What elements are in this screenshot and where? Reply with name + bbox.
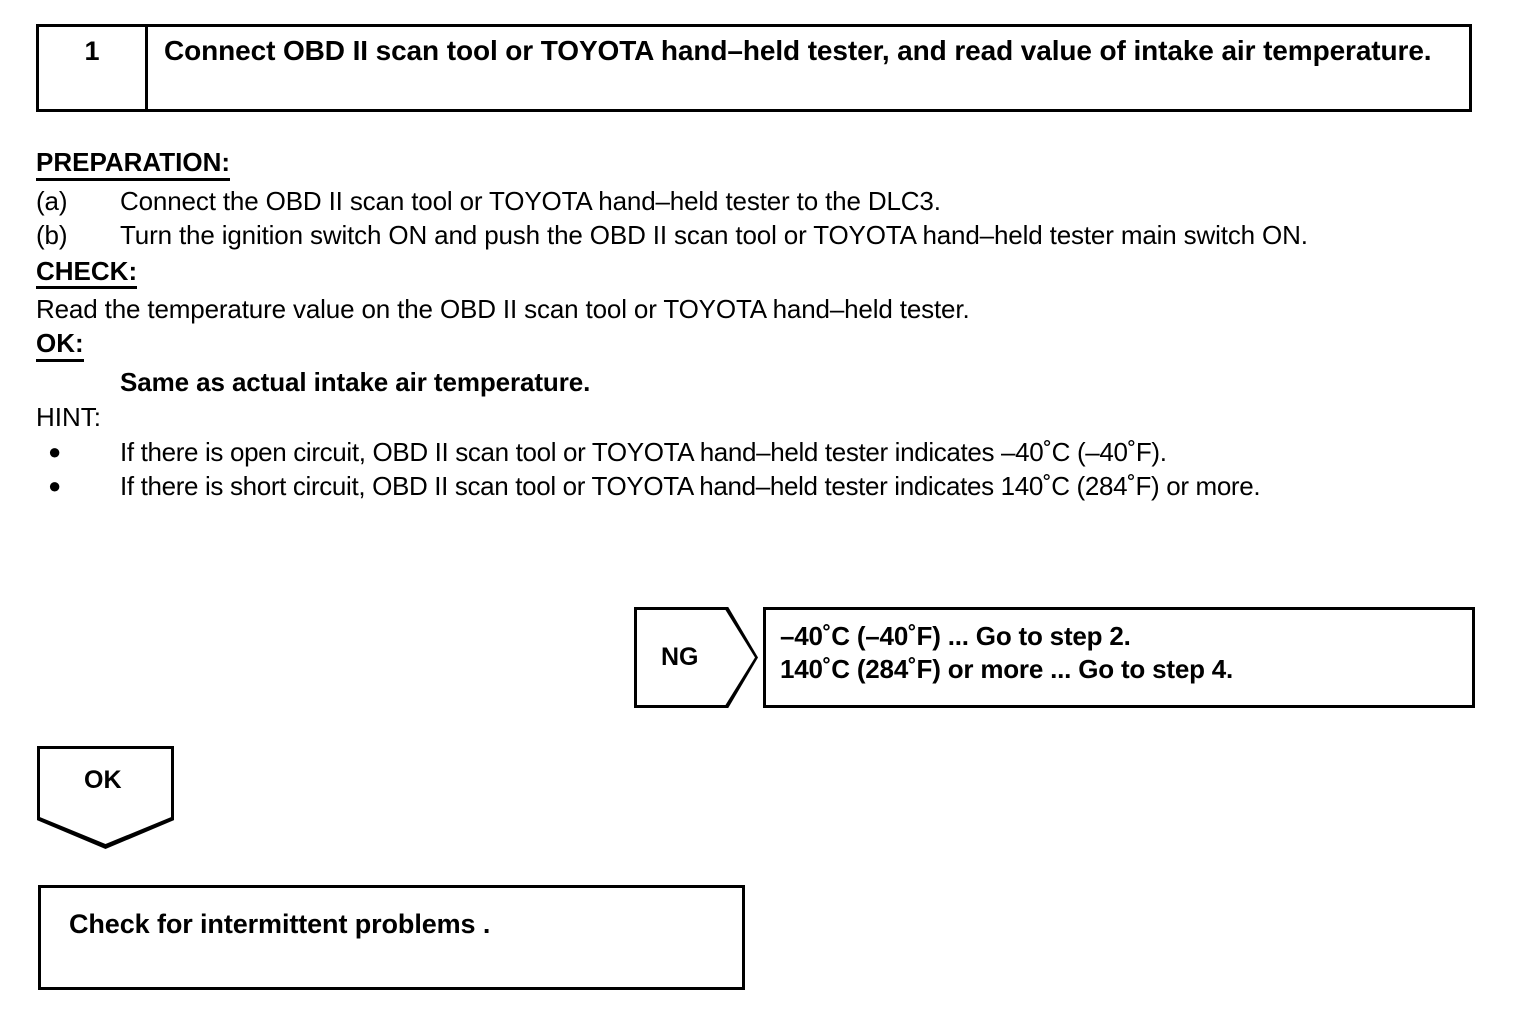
ng-result-line-2: 140˚C (284˚F) or more ... Go to step 4.	[780, 654, 1234, 685]
ng-result-box: –40˚C (–40˚F) ... Go to step 2. 140˚C (2…	[763, 607, 1475, 708]
result-text: Check for intermittent problems .	[69, 909, 491, 939]
check-heading: CHECK:	[36, 257, 138, 290]
step-number: 1	[84, 36, 100, 66]
step-1-box: 1 Connect OBD II scan tool or TOYOTA han…	[36, 24, 1472, 112]
hint-heading: HINT:	[36, 402, 101, 433]
ok-arrow-inner	[40, 749, 171, 845]
bullet-icon: ●	[48, 473, 61, 499]
bullet-icon: ●	[48, 438, 61, 464]
procedure-body: PREPARATION: (a) Connect the OBD II scan…	[36, 148, 1496, 504]
hint-item-2: ● If there is short circuit, OBD II scan…	[36, 469, 1496, 504]
preparation-item-b-text: Turn the ignition switch ON and push the…	[120, 220, 1308, 251]
ok-arrow-down-icon	[37, 746, 174, 849]
preparation-item-a: (a) Connect the OBD II scan tool or TOYO…	[36, 184, 1496, 219]
ng-arrow-tag-icon: NG	[634, 607, 758, 708]
ng-arrow-tag-inner: NG	[637, 610, 755, 705]
step-number-cell: 1	[39, 27, 148, 109]
hint-item-1: ● If there is open circuit, OBD II scan …	[36, 435, 1496, 470]
ok-branch-label: OK	[84, 766, 122, 794]
ok-heading: OK:	[36, 329, 84, 362]
hint-item-2-text: If there is short circuit, OBD II scan t…	[120, 471, 1261, 502]
preparation-item-a-text: Connect the OBD II scan tool or TOYOTA h…	[120, 185, 941, 216]
hint-item-1-text: If there is open circuit, OBD II scan to…	[120, 436, 1167, 467]
result-box: Check for intermittent problems .	[38, 885, 745, 990]
ng-result-line-1: –40˚C (–40˚F) ... Go to step 2.	[780, 621, 1131, 651]
preparation-item-a-marker: (a)	[36, 185, 68, 216]
preparation-item-b: (b) Turn the ignition switch ON and push…	[36, 218, 1496, 253]
step-instruction-cell: Connect OBD II scan tool or TOYOTA hand–…	[148, 27, 1469, 109]
check-text: Read the temperature value on the OBD II…	[36, 294, 970, 325]
preparation-heading: PREPARATION:	[36, 148, 231, 181]
ng-label: NG	[661, 643, 699, 671]
ok-value: Same as actual intake air temperature.	[120, 366, 591, 397]
step-instruction: Connect OBD II scan tool or TOYOTA hand–…	[164, 35, 1432, 66]
preparation-item-b-marker: (b)	[36, 220, 68, 251]
